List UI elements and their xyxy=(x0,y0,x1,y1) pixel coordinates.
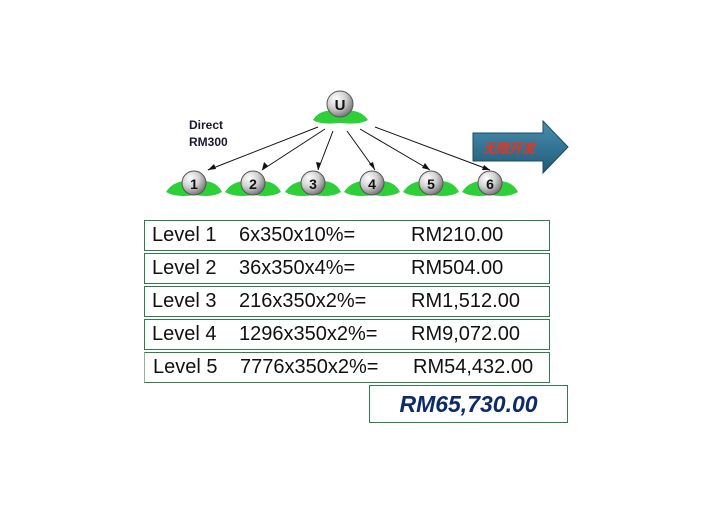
level-name: Level 5 xyxy=(153,356,218,378)
level-formula: 7776x350x2%= xyxy=(240,356,379,378)
child-ball-4 xyxy=(359,170,385,196)
level-name: Level 1 xyxy=(152,224,217,246)
level-amount: RM54,432.00 xyxy=(413,356,534,378)
level-formula: 1296x350x2%= xyxy=(239,323,378,345)
child-label-1: 1 xyxy=(190,176,198,192)
level-formula: 6x350x10%= xyxy=(239,224,356,246)
level-row-3: Level 3 216x350x2%= RM1,512.00 xyxy=(144,286,550,317)
level-amount: RM1,512.00 xyxy=(411,290,520,312)
tree-connectors xyxy=(207,126,491,171)
arrowhead-2 xyxy=(262,162,268,170)
root-node: U xyxy=(313,90,368,124)
direct-amount: RM300 xyxy=(189,135,228,149)
child-node-6: 6 xyxy=(462,170,518,196)
level-row-2: Level 2 36x350x4%= RM504.00 xyxy=(144,253,550,284)
connector-6 xyxy=(374,126,491,171)
level-name: Level 4 xyxy=(152,323,217,345)
root-ball xyxy=(326,90,354,118)
expansion-arrow: 无限开发 xyxy=(472,119,569,175)
arrow-label: 无限开发 xyxy=(482,141,537,157)
child-label-2: 2 xyxy=(249,176,257,192)
child-node-4: 4 xyxy=(344,170,400,196)
connector-1 xyxy=(207,126,319,171)
direct-label: Direct xyxy=(189,118,224,132)
child-ball-5 xyxy=(418,170,444,196)
arrowhead-3 xyxy=(316,162,321,170)
child-label-5: 5 xyxy=(427,176,435,192)
child-node-1: 1 xyxy=(166,170,222,196)
arrowhead-1 xyxy=(208,164,216,170)
arrowhead-4 xyxy=(369,162,375,170)
child-node-3: 3 xyxy=(285,170,341,196)
child-ball-6 xyxy=(477,170,503,196)
child-ball-1 xyxy=(181,170,207,196)
connector-2 xyxy=(261,128,326,171)
level-formula: 216x350x2%= xyxy=(239,290,367,312)
connector-arrowheads xyxy=(208,162,490,170)
level-row-5: Level 5 7776x350x2%= RM54,432.00 xyxy=(144,352,550,383)
level-row-4: Level 4 1296x350x2%= RM9,072.00 xyxy=(144,319,550,350)
child-label-4: 4 xyxy=(368,176,376,192)
level-amount: RM9,072.00 xyxy=(411,323,520,345)
level-amount: RM504.00 xyxy=(411,257,504,279)
child-label-3: 3 xyxy=(309,176,317,192)
direct-bonus-label: Direct RM300 xyxy=(189,117,228,151)
child-node-2: 2 xyxy=(225,170,281,196)
arrowhead-5 xyxy=(422,163,430,170)
level-row-1: Level 1 6x350x10%= RM210.00 xyxy=(144,220,550,251)
arrow-right-icon xyxy=(472,119,569,175)
arrowhead-6 xyxy=(482,165,490,170)
level-name: Level 3 xyxy=(152,290,217,312)
child-label-6: 6 xyxy=(486,176,494,192)
level-formula: 36x350x4%= xyxy=(239,257,356,279)
level-amount: RM210.00 xyxy=(411,224,504,246)
child-ball-3 xyxy=(300,170,326,196)
child-node-5: 5 xyxy=(403,170,459,196)
connector-5 xyxy=(359,128,431,171)
root-label: U xyxy=(335,97,346,114)
total-amount: RM65,730.00 xyxy=(369,385,568,423)
level-name: Level 2 xyxy=(152,257,217,279)
child-ball-2 xyxy=(240,170,266,196)
